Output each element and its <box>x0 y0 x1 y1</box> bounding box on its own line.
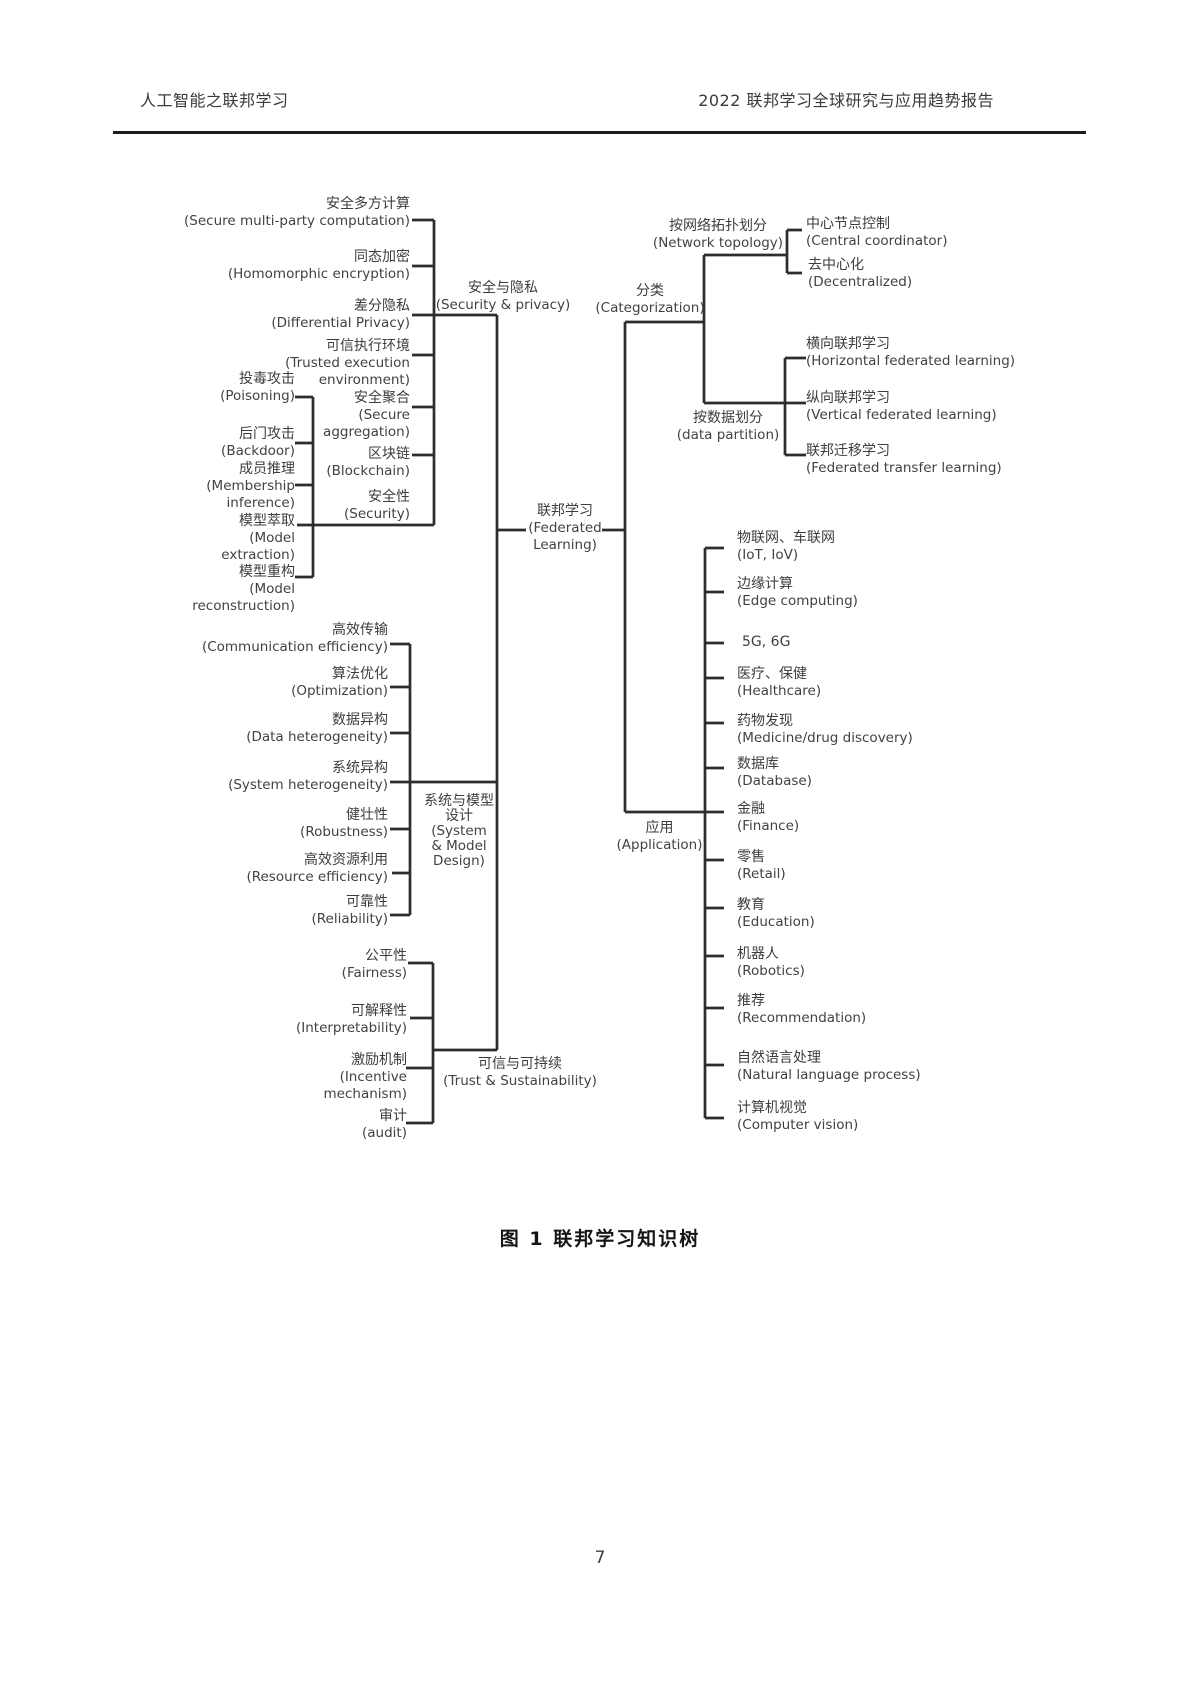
left-trunk-lines <box>495 315 625 1050</box>
attack-subbranch-lines <box>295 395 315 579</box>
node-audit: 审计 (audit) <box>362 1108 407 1141</box>
node-secure-mpc: 安全多方计算 (Secure multi-party computation) <box>184 196 410 229</box>
node-federated-learning-root: 联邦学习 (Federated Learning) <box>528 503 602 553</box>
node-application: 应用 (Application) <box>616 820 703 853</box>
application-branch-lines <box>625 546 724 1120</box>
node-recommendation: 推荐 (Recommendation) <box>737 993 867 1026</box>
node-network-topology: 按网络拓扑划分 (Network topology) <box>652 218 784 251</box>
node-system-model-design: 系统与模型设计 (System & Model Design) <box>424 793 494 869</box>
node-edge-computing: 边缘计算 (Edge computing) <box>737 576 858 609</box>
node-education: 教育 (Education) <box>737 897 815 930</box>
figure-caption: 图 1 联邦学习知识树 <box>499 1228 701 1250</box>
node-iot-iov: 物联网、车联网 (IoT, IoV) <box>737 530 835 563</box>
header-rule <box>113 131 1086 134</box>
header-right-title: 2022 联邦学习全球研究与应用趋势报告 <box>698 91 994 110</box>
node-robotics: 机器人 (Robotics) <box>737 946 805 979</box>
trust-branch-lines <box>406 961 497 1125</box>
node-retail: 零售 (Retail) <box>737 849 786 882</box>
node-model-reconstruction: 模型重构 (Model reconstruction) <box>192 564 295 614</box>
node-vertical-federated-learning: 纵向联邦学习 (Vertical federated learning) <box>806 390 997 423</box>
node-differential-privacy: 差分隐私 (Differential Privacy) <box>271 298 410 331</box>
node-fairness: 公平性 (Fairness) <box>341 948 407 981</box>
node-data-partition: 按数据划分 (data partition) <box>676 410 780 443</box>
node-data-heterogeneity: 数据异构 (Data heterogeneity) <box>246 712 388 745</box>
node-categorization: 分类 (Categorization) <box>595 283 705 316</box>
node-system-heterogeneity: 系统异构 (System heterogeneity) <box>228 760 388 793</box>
node-resource-efficiency: 高效资源利用 (Resource efficiency) <box>246 852 388 885</box>
node-healthcare: 医疗、保健 (Healthcare) <box>737 666 822 699</box>
node-5g-6g: 5G, 6G <box>742 634 791 650</box>
node-blockchain: 区块链 (Blockchain) <box>326 446 410 479</box>
node-federated-transfer-learning: 联邦迁移学习 (Federated transfer learning) <box>806 443 1002 476</box>
node-reliability: 可靠性 (Reliability) <box>311 894 389 927</box>
header-left-title: 人工智能之联邦学习 <box>140 91 289 110</box>
node-poisoning-attack: 投毒攻击 (Poisoning) <box>220 371 295 404</box>
security-branch-lines <box>297 218 497 527</box>
node-security-privacy: 安全与隐私 (Security & privacy) <box>435 280 571 313</box>
node-decentralized: 去中心化 (Decentralized) <box>808 257 913 290</box>
node-database: 数据库 (Database) <box>737 756 812 789</box>
node-trusted-execution-env: 可信执行环境 (Trusted execution environment) <box>285 338 410 388</box>
node-interpretability: 可解释性 (Interpretability) <box>295 1003 407 1036</box>
node-model-extraction: 模型萃取 (Model extraction) <box>221 513 295 563</box>
node-communication-efficiency: 高效传输 (Communication efficiency) <box>201 622 388 655</box>
node-trust-sustainability: 可信与可持续 (Trust & Sustainability) <box>443 1056 597 1089</box>
node-drug-discovery: 药物发现 (Medicine/drug discovery) <box>737 713 913 746</box>
page-number: 7 <box>594 1548 606 1568</box>
node-optimization: 算法优化 (Optimization) <box>291 666 388 699</box>
node-horizontal-federated-learning: 横向联邦学习 (Horizontal federated learning) <box>806 336 1016 369</box>
categorization-branch-lines <box>623 228 806 812</box>
node-nlp: 自然语言处理 (Natural language process) <box>737 1050 921 1083</box>
system-branch-lines <box>390 642 497 917</box>
node-membership-inference: 成员推理 (Membership inference) <box>206 461 295 511</box>
node-security: 安全性 (Security) <box>344 489 410 522</box>
node-incentive-mechanism: 激励机制 (Incentive mechanism) <box>323 1052 407 1102</box>
node-backdoor-attack: 后门攻击 (Backdoor) <box>221 426 295 459</box>
node-homomorphic-encryption: 同态加密 (Homomorphic encryption) <box>227 249 410 282</box>
node-secure-aggregation: 安全聚合 (Secure aggregation) <box>323 390 410 440</box>
node-central-coordinator: 中心节点控制 (Central coordinator) <box>806 216 948 249</box>
node-robustness: 健壮性 (Robustness) <box>300 807 388 840</box>
node-finance: 金融 (Finance) <box>737 801 800 834</box>
node-computer-vision: 计算机视觉 (Computer vision) <box>737 1100 859 1133</box>
